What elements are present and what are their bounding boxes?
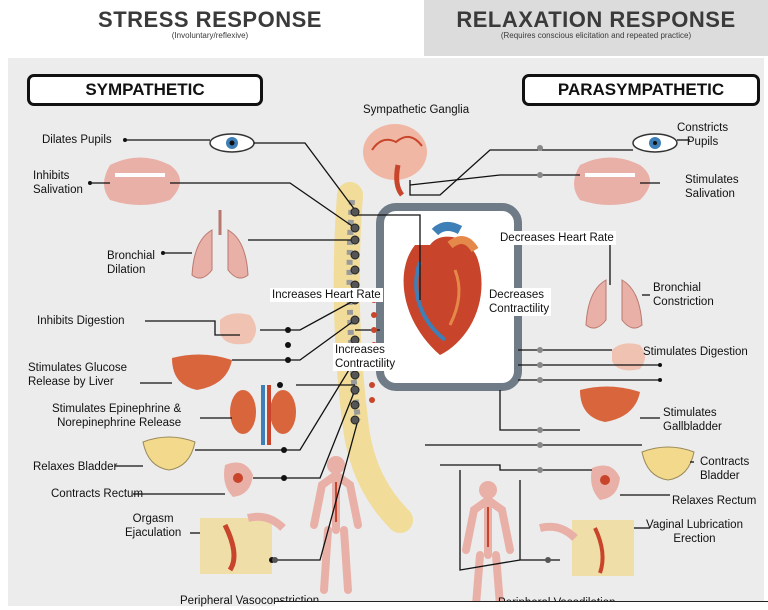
kidneys-icon-left [230, 385, 296, 445]
constricts-pupils-label: Constricts Pupils [677, 121, 728, 149]
stimulates-gallbladder-label: Stimulates Gallbladder [663, 406, 722, 434]
mouth-icon-left [104, 158, 180, 206]
inhibits-salivation-label: Inhibits Salivation [33, 169, 83, 197]
relaxes-rectum-label: Relaxes Rectum [672, 494, 756, 508]
contracts-bladder-label: Contracts Bladder [700, 455, 749, 483]
eye-icon-left [210, 134, 254, 152]
relaxes-bladder-label: Relaxes Bladder [33, 460, 117, 474]
stimulates-epinephrine-label: Stimulates Epinephrine & Norepinephrine … [52, 402, 181, 430]
stimulates-glucose-label: Stimulates Glucose Release by Liver [28, 361, 127, 389]
eye-icon-right [633, 134, 677, 152]
vaginal-lubrication-label: Vaginal Lubrication Erection [646, 518, 743, 546]
reproductive-icon-right [540, 520, 634, 576]
bladder-icon-left [143, 437, 195, 470]
bronchial-dilation-label: Bronchial Dilation [107, 249, 155, 277]
body-figure-right [466, 481, 510, 605]
lungs-icon-left [192, 210, 248, 278]
dilates-pupils-label: Dilates Pupils [42, 133, 112, 147]
reproductive-icon-left [200, 517, 283, 574]
liver-icon-right [580, 386, 640, 422]
stimulates-salivation-label: Stimulates Salivation [685, 173, 739, 201]
rectum-icon-right [591, 466, 620, 500]
increases-heart-rate-label: Increases Heart Rate [270, 288, 383, 302]
mouth-icon-right [574, 158, 650, 206]
decreases-contractility-label: Decreases Contractility [487, 288, 551, 316]
increases-contractility-label: Increases Contractility [333, 343, 397, 371]
sympathetic-label: SYMPATHETIC [27, 74, 263, 106]
lungs-icon-right [586, 280, 642, 328]
bladder-icon-right [642, 447, 694, 480]
contracts-rectum-label: Contracts Rectum [51, 487, 143, 501]
stomach-icon-left [220, 313, 256, 344]
orgasm-ejaculation-label: Orgasm Ejaculation [125, 512, 181, 540]
stimulates-digestion-label: Stimulates Digestion [643, 345, 748, 359]
decreases-heart-rate-label: Decreases Heart Rate [498, 231, 616, 245]
sympathetic-ganglia-label: Sympathetic Ganglia [363, 103, 469, 117]
liver-icon-left [172, 354, 232, 390]
inhibits-digestion-label: Inhibits Digestion [37, 314, 125, 328]
rectum-icon-left [224, 463, 253, 497]
stomach-icon-right [612, 343, 645, 370]
parasympathetic-label: PARASYMPATHETIC [522, 74, 760, 106]
bronchial-constriction-label: Bronchial Constriction [653, 281, 714, 309]
